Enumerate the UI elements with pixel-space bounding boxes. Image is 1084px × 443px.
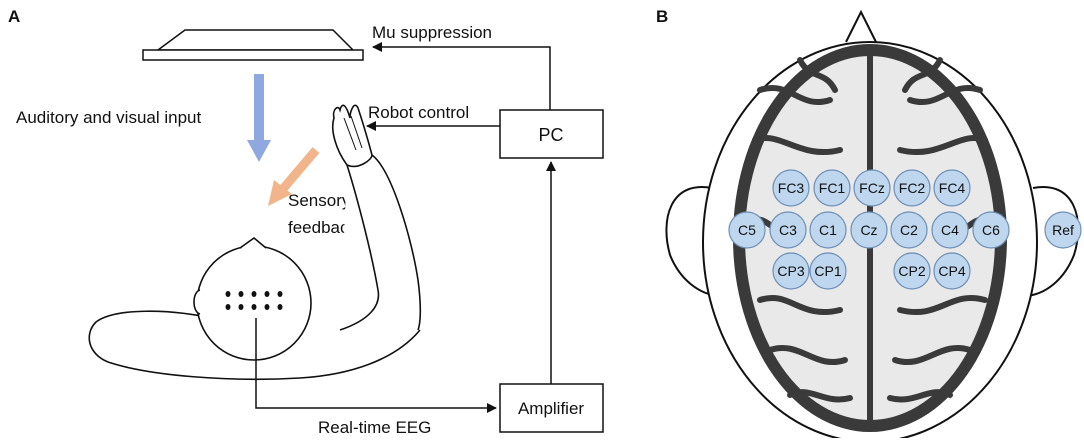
- electrode-cz: Cz: [850, 211, 888, 249]
- sensory-feedback-arrow: [268, 147, 320, 206]
- svg-text:FC1: FC1: [819, 180, 846, 196]
- electrode-cp2: CP2: [893, 252, 931, 290]
- svg-text:C4: C4: [941, 222, 959, 238]
- electrode-fc1: FC1: [813, 169, 851, 207]
- svg-text:Ref: Ref: [1052, 222, 1074, 238]
- electrode-cp4: CP4: [933, 252, 971, 290]
- svg-text:C5: C5: [738, 222, 756, 238]
- svg-text:C1: C1: [819, 222, 837, 238]
- display-screen: [142, 29, 364, 61]
- svg-text:CP3: CP3: [777, 263, 804, 279]
- eeg-signal-arrow: [255, 318, 497, 413]
- svg-text:FC3: FC3: [778, 180, 805, 196]
- svg-text:FC4: FC4: [939, 180, 966, 196]
- electrode-fcz: FCz: [853, 169, 891, 207]
- svg-text:C6: C6: [982, 222, 1000, 238]
- mu-suppression-arrow: [372, 42, 551, 110]
- sensory-feedback-label-1: Sensory: [288, 191, 351, 210]
- svg-text:C2: C2: [900, 222, 918, 238]
- pc-box: [499, 109, 604, 159]
- sensory-feedback-label-2: feedback: [288, 218, 357, 237]
- svg-text:CP2: CP2: [898, 263, 925, 279]
- electrode-cp3: CP3: [772, 252, 810, 290]
- electrode-cp1: CP1: [809, 252, 847, 290]
- electrode-c4: C4: [931, 211, 969, 249]
- electrode-fc2: FC2: [893, 169, 931, 207]
- electrode-fc3: FC3: [772, 169, 810, 207]
- svg-text:CP1: CP1: [814, 263, 841, 279]
- electrode-c2: C2: [890, 211, 928, 249]
- input-label: Auditory and visual input: [16, 108, 202, 127]
- robot-control-label: Robot control: [368, 103, 469, 122]
- svg-text:C3: C3: [779, 222, 797, 238]
- electrode-c3: C3: [769, 211, 807, 249]
- eeg-label: Real-time EEG: [318, 418, 431, 437]
- mu-suppression-label: Mu suppression: [372, 23, 492, 42]
- svg-text:CP4: CP4: [938, 263, 965, 279]
- svg-text:FC2: FC2: [899, 180, 926, 196]
- electrode-ref: Ref: [1044, 211, 1082, 249]
- panel-b: B: [656, 7, 1082, 443]
- panel-a: A Mu suppression Auditory and visual inp…: [8, 7, 604, 437]
- electrode-c1: C1: [809, 211, 847, 249]
- electrode-c6: C6: [972, 211, 1010, 249]
- electrode-array: FC3 FC1 FCz FC2 FC4 C5: [728, 169, 1082, 290]
- electrode-c5: C5: [728, 211, 766, 249]
- svg-text:FCz: FCz: [859, 180, 885, 196]
- subject-figure: [88, 104, 422, 381]
- svg-text:Cz: Cz: [860, 222, 877, 238]
- input-arrow: [247, 74, 271, 162]
- panel-b-label: B: [656, 7, 668, 26]
- amplifier-label: Amplifier: [518, 399, 584, 418]
- electrode-fc4: FC4: [933, 169, 971, 207]
- panel-a-label: A: [8, 7, 20, 26]
- pc-label: PC: [538, 125, 563, 145]
- eeg-electrodes-dots: [225, 291, 283, 310]
